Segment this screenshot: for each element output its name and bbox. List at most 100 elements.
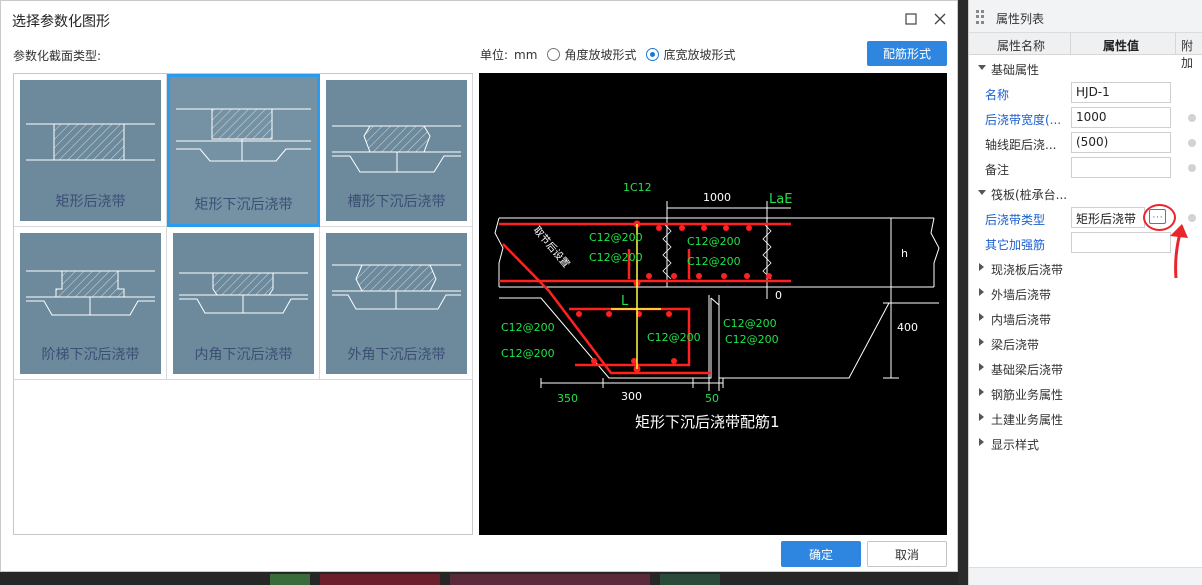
label-lae: LaE (769, 192, 792, 207)
group-inner-wall[interactable]: 内墙后浇带 (969, 305, 1202, 330)
radio-angle-slope-circle[interactable] (547, 48, 561, 61)
attach-dot[interactable] (1188, 139, 1196, 147)
group-display-style[interactable]: 显示样式 (969, 430, 1202, 455)
property-value-other-rebar[interactable] (1071, 232, 1171, 253)
label-dim-50: 50 (705, 392, 719, 405)
chevron-right-icon (979, 438, 984, 446)
background-drawing-fragment (270, 574, 720, 585)
cancel-button[interactable]: 取消 (867, 541, 947, 567)
rect-post-pour-drawing (26, 123, 155, 161)
property-value-axis-offset[interactable]: (500) (1071, 132, 1171, 153)
maximize-icon (905, 13, 917, 25)
properties-panel: 属性列表 属性名称 属性值 附加 基础属性 名称 HJD-1 后浇带宽度(...… (968, 0, 1202, 585)
radio-angle-slope[interactable]: 角度放坡形式 (547, 46, 636, 63)
group-cast-slab[interactable]: 现浇板后浇带 (969, 255, 1202, 280)
radio-bottom-width-slope[interactable]: 底宽放坡形式 (646, 46, 735, 63)
label-h: h (901, 247, 908, 260)
trough-sunken-post-pour-drawing (332, 125, 461, 173)
label-stirrup-9: C12@200 (501, 347, 555, 360)
property-value-remark[interactable] (1071, 157, 1171, 178)
property-value-width[interactable]: 1000 (1071, 107, 1171, 128)
label-dim-400: 400 (897, 321, 918, 334)
property-row-other-rebar[interactable]: 其它加强筋 (969, 230, 1202, 255)
dialog-title: 选择参数化图形 (12, 14, 110, 30)
label-stirrup-7: C12@200 (647, 331, 701, 344)
maximize-button[interactable] (901, 9, 921, 29)
column-extra: 附加 (1181, 39, 1194, 70)
ellipsis-button[interactable]: ··· (1149, 209, 1166, 224)
label-stirrup-1: C12@200 (589, 231, 643, 244)
thumb-label: 矩形下沉后浇带 (194, 197, 293, 213)
reinforcement-preview: 1C12 LaE C12@200 C12@200 C12@200 C12@200… (479, 73, 947, 535)
thumb-label: 槽形下沉后浇带 (347, 194, 446, 210)
label-L: L (621, 294, 629, 309)
background-strip (0, 572, 958, 585)
property-row-remark[interactable]: 备注 (969, 155, 1202, 180)
label-zero: 0 (775, 289, 782, 302)
chevron-down-icon (978, 190, 986, 195)
inner-corner-sunken-post-pour-drawing (179, 272, 308, 314)
chevron-right-icon (979, 288, 984, 296)
thumb-label: 内角下沉后浇带 (194, 347, 293, 363)
section-type-label: 参数化截面类型: (13, 49, 102, 63)
attach-dot[interactable] (1188, 164, 1196, 172)
reinforcement-drawing: 1C12 LaE C12@200 C12@200 C12@200 C12@200… (494, 181, 940, 431)
radio-bottom-width-slope-circle[interactable] (646, 48, 660, 61)
close-icon (934, 13, 946, 25)
property-row-name[interactable]: 名称 HJD-1 (969, 80, 1202, 105)
thumb-step-sunken-post-pour[interactable]: 阶梯下沉后浇带 (14, 227, 167, 380)
properties-column-header: 属性名称 属性值 附加 (969, 33, 1202, 70)
label-dim-350: 350 (557, 392, 578, 405)
label-stirrup-4: C12@200 (687, 255, 741, 268)
thumb-rect-post-pour[interactable]: 矩形后浇带 (14, 74, 167, 227)
chevron-right-icon (979, 338, 984, 346)
label-dim-300: 300 (621, 390, 642, 403)
attach-dot[interactable] (1188, 114, 1196, 122)
label-stirrup-6: C12@200 (723, 317, 777, 330)
property-value-name[interactable]: HJD-1 (1071, 82, 1171, 103)
label-stirrup-5: C12@200 (501, 321, 555, 334)
unit-label: 单位: (480, 48, 509, 62)
label-stirrup-8: C12@200 (725, 333, 779, 346)
reinforcement-form-button[interactable]: 配筋形式 (867, 41, 947, 66)
property-row-width[interactable]: 后浇带宽度(... 1000 (969, 105, 1202, 130)
properties-title: 属性列表 (996, 12, 1045, 26)
chevron-right-icon (979, 388, 984, 396)
thumb-label: 矩形后浇带 (55, 194, 126, 210)
step-sunken-post-pour-drawing (26, 270, 155, 316)
preview-caption: 矩形下沉后浇带配筋1 (635, 413, 780, 431)
properties-header[interactable]: 属性列表 (969, 0, 1202, 33)
rect-sunken-post-pour-drawing (176, 108, 311, 162)
drag-handle-icon[interactable] (976, 10, 984, 24)
group-foundation-beam[interactable]: 基础梁后浇带 (969, 355, 1202, 380)
property-row-post-pour-type[interactable]: 后浇带类型 矩形后浇带 ··· (969, 205, 1202, 230)
thumb-label: 阶梯下沉后浇带 (41, 347, 140, 363)
properties-footer (969, 567, 1202, 585)
chevron-right-icon (979, 363, 984, 371)
property-value-post-pour-type[interactable]: 矩形后浇带 (1071, 207, 1145, 228)
outer-corner-sunken-post-pour-drawing (332, 264, 461, 310)
chevron-right-icon (979, 263, 984, 271)
thumb-rect-sunken-post-pour[interactable]: 矩形下沉后浇带 (167, 74, 320, 227)
thumb-inner-corner-sunken-post-pour[interactable]: 内角下沉后浇带 (167, 227, 320, 380)
label-slanted-note: 取节后设置 (531, 224, 572, 270)
group-beam[interactable]: 梁后浇带 (969, 330, 1202, 355)
label-stirrup-2: C12@200 (687, 235, 741, 248)
panel-splitter[interactable] (958, 0, 968, 585)
group-rebar-business[interactable]: 钢筋业务属性 (969, 380, 1202, 405)
ok-button[interactable]: 确定 (781, 541, 861, 567)
label-stirrup-3: C12@200 (589, 251, 643, 264)
thumb-outer-corner-sunken-post-pour[interactable]: 外角下沉后浇带 (320, 227, 473, 380)
column-property-value: 属性值 (1103, 39, 1140, 53)
property-row-axis-offset[interactable]: 轴线距后浇... (500) (969, 130, 1202, 155)
close-button[interactable] (930, 9, 950, 29)
group-basic-properties[interactable]: 基础属性 (969, 55, 1202, 80)
attach-dot[interactable] (1188, 214, 1196, 222)
select-parametric-shape-dialog: 选择参数化图形 参数化截面类型: 矩形后浇带 (0, 0, 958, 572)
group-civil-business[interactable]: 土建业务属性 (969, 405, 1202, 430)
group-raft[interactable]: 筏板(桩承台... (969, 180, 1202, 205)
thumb-trough-sunken-post-pour[interactable]: 槽形下沉后浇带 (320, 74, 473, 227)
group-outer-wall[interactable]: 外墙后浇带 (969, 280, 1202, 305)
unit-row: 单位: mm 角度放坡形式 底宽放坡形式 (480, 46, 735, 63)
column-property-name: 属性名称 (997, 39, 1046, 53)
